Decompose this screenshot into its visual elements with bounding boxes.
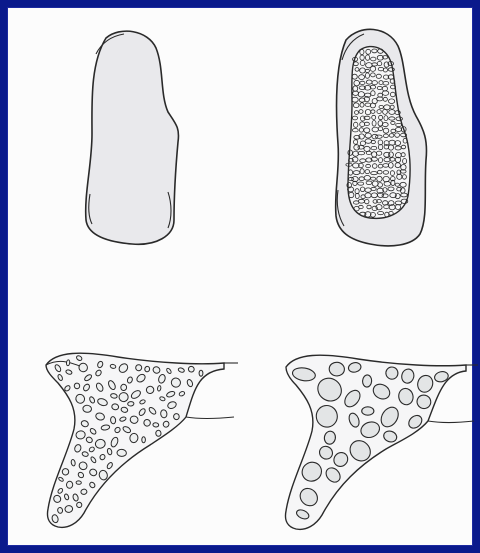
pore: [362, 375, 372, 388]
pore: [146, 386, 154, 394]
pore: [142, 437, 146, 443]
pore: [110, 416, 116, 424]
pore: [66, 481, 73, 488]
pore: [117, 449, 127, 457]
pore: [128, 401, 134, 406]
pore: [111, 403, 119, 410]
pore: [76, 481, 81, 485]
pore: [57, 507, 63, 514]
pore: [144, 366, 150, 372]
pore: [83, 405, 92, 413]
pore: [160, 409, 167, 418]
pore: [80, 489, 87, 495]
coarse-trabecular-bone-icon: [278, 343, 480, 543]
pore: [120, 384, 127, 391]
fine-trabecular-bone-icon: [38, 343, 248, 543]
pore: [76, 502, 82, 508]
pore: [362, 407, 374, 415]
spongy-core-bone-section-icon: [316, 20, 466, 255]
dense-bone-section-icon: [68, 24, 198, 254]
pore: [173, 414, 179, 420]
pore: [199, 370, 203, 376]
pore: [66, 360, 70, 366]
pore: [153, 423, 159, 428]
pore: [135, 364, 142, 371]
figure-frame: [7, 7, 473, 546]
pore: [156, 430, 162, 437]
pore: [157, 385, 161, 391]
